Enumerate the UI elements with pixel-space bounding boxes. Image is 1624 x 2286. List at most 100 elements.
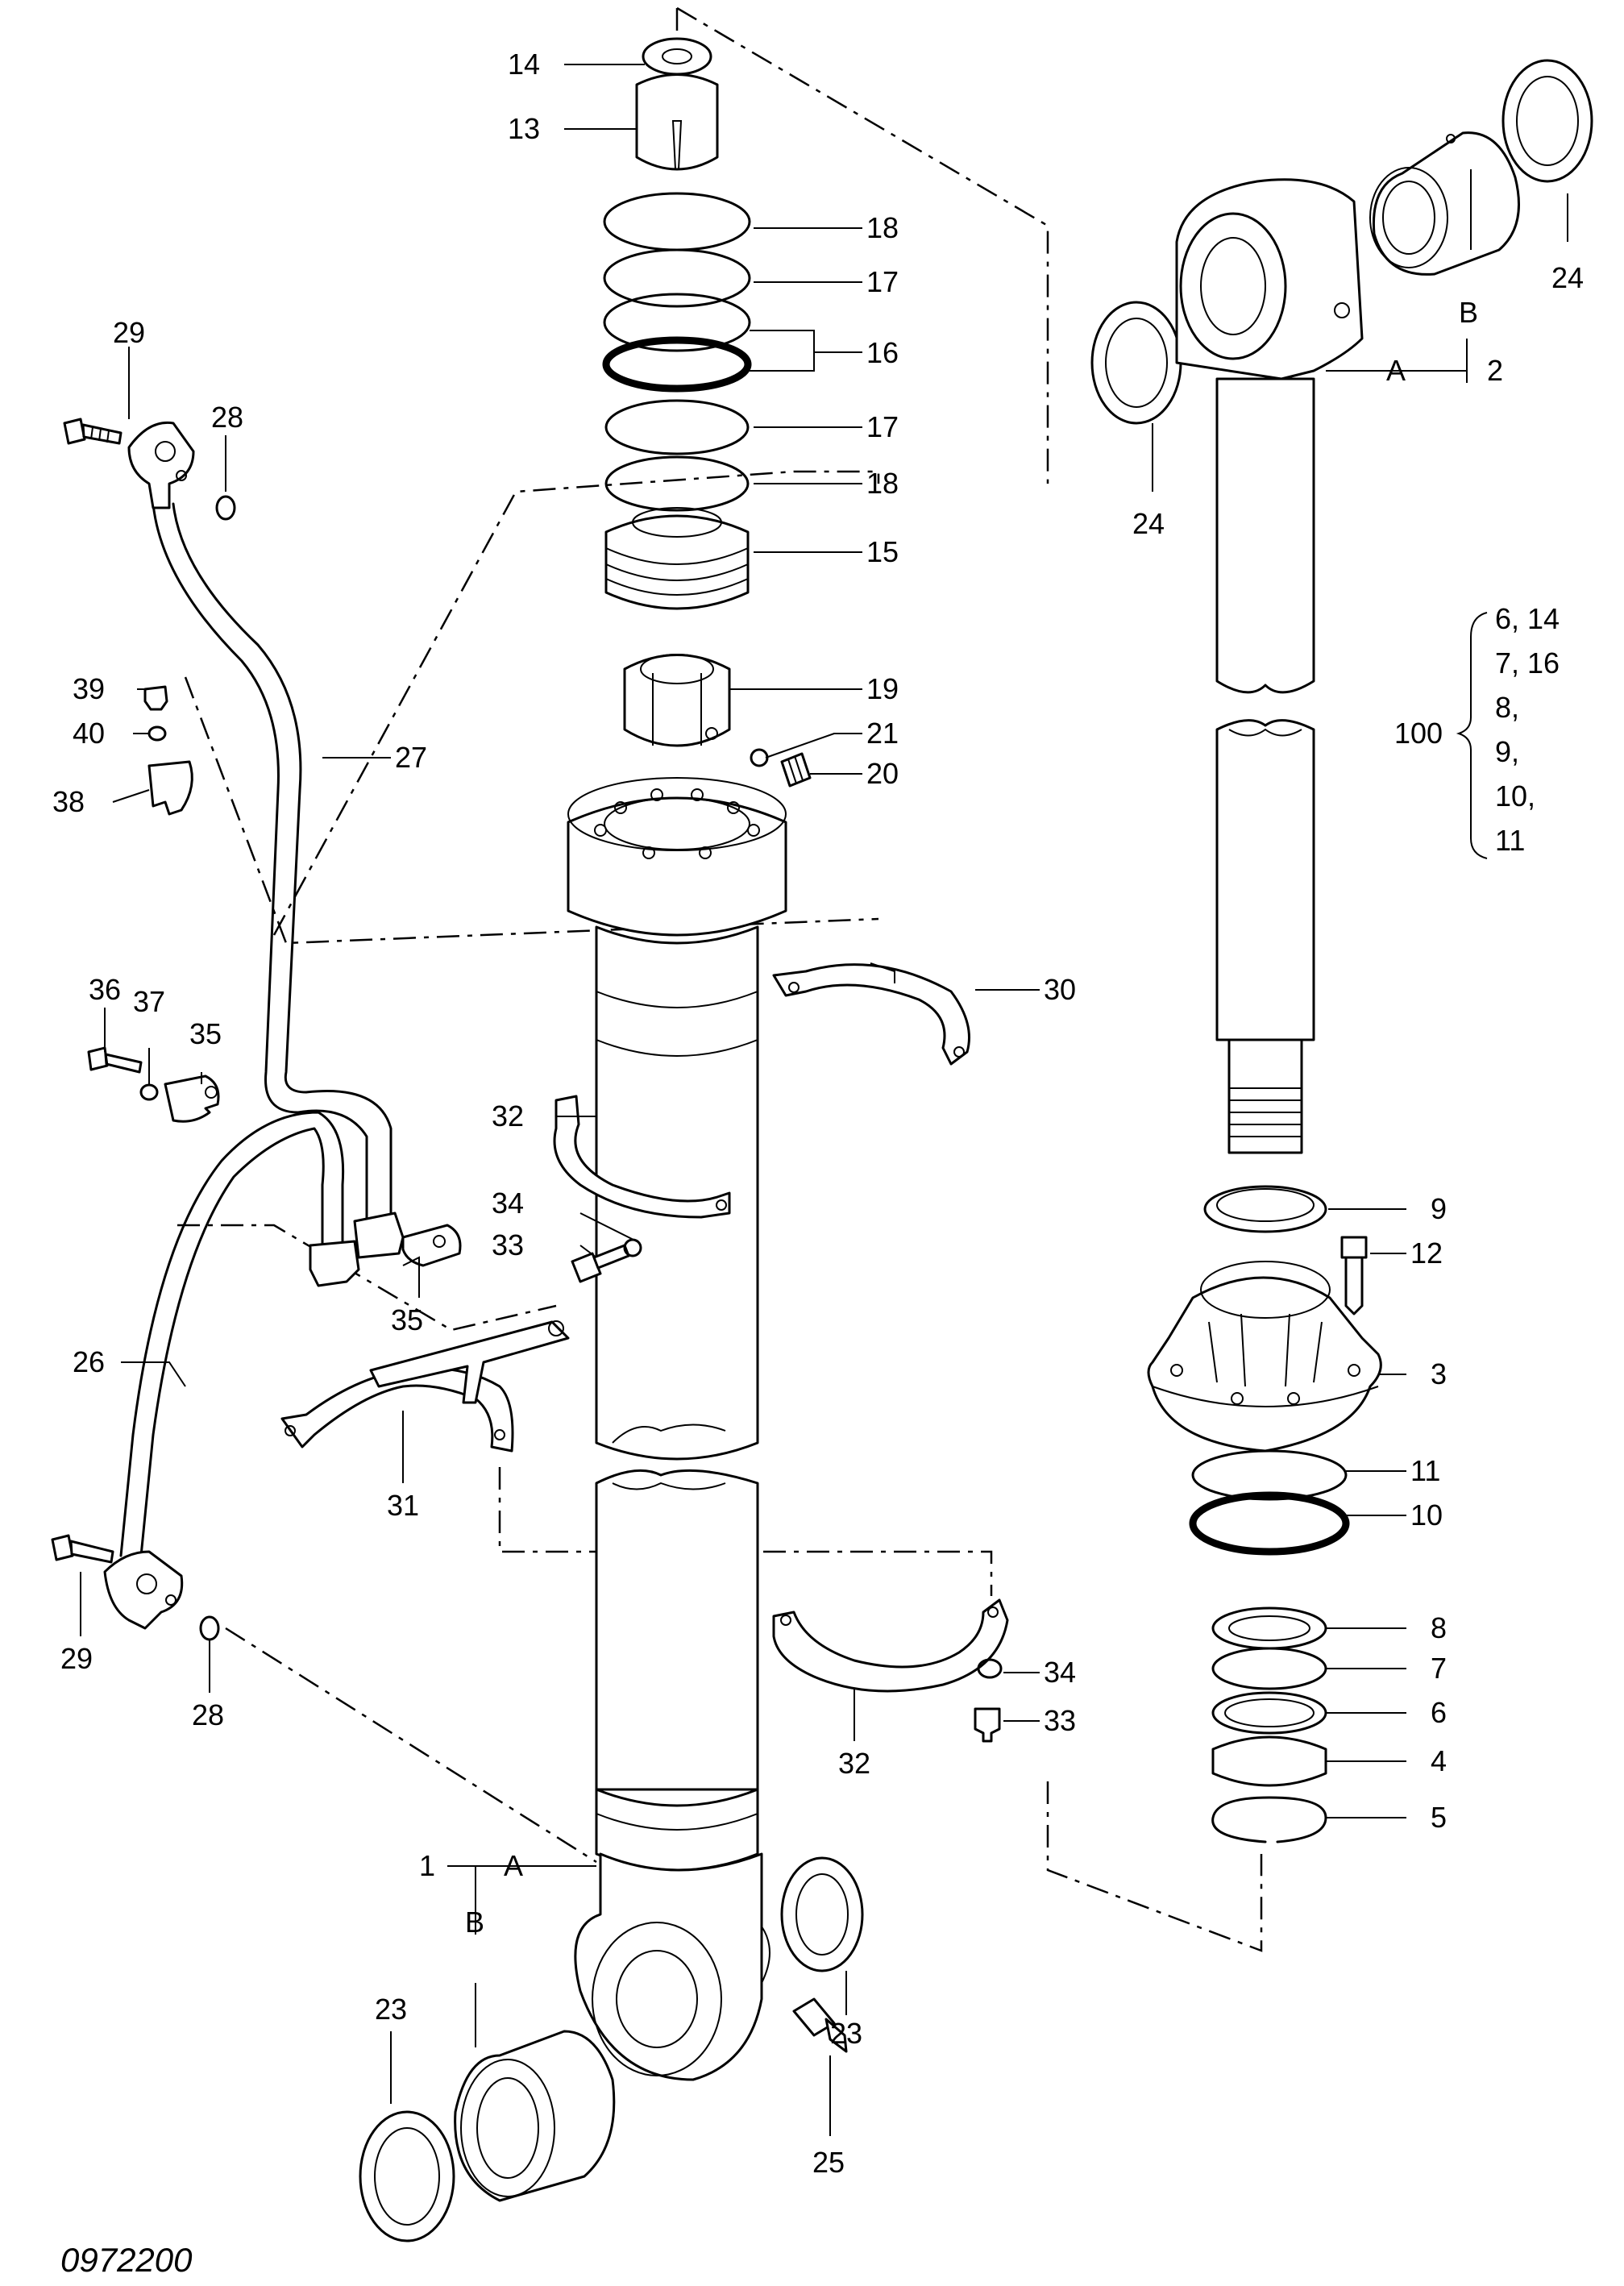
label-10: 10 — [1410, 1498, 1443, 1532]
label-27: 27 — [395, 741, 427, 774]
label-a-upper: A — [1386, 354, 1406, 387]
label-38: 38 — [52, 785, 85, 818]
kit-100-group: 100 6, 14 7, 16 8, 9, 10, 11 — [1394, 602, 1560, 857]
part-bushing-lower — [454, 2030, 616, 2202]
part-34-washer-lower — [977, 1658, 1003, 1679]
kit-line-3: 8, — [1495, 691, 1519, 724]
label-8: 8 — [1431, 1611, 1447, 1644]
part-17-ring-lower — [604, 399, 750, 455]
part-15-piston — [604, 507, 750, 610]
kit-line-2: 7, 16 — [1495, 646, 1560, 680]
label-20: 20 — [866, 757, 899, 790]
label-34-lower: 34 — [1044, 1656, 1076, 1689]
label-2: 2 — [1487, 354, 1503, 387]
part-16-seal — [602, 336, 752, 393]
label-26: 26 — [73, 1345, 105, 1378]
bushings — [359, 59, 1593, 2242]
part-32-clamp-lower — [772, 1598, 1009, 1693]
part-27-pipe — [127, 421, 405, 1259]
label-23-right: 23 — [830, 2017, 862, 2050]
part-25-grease-fitting — [792, 1997, 848, 2053]
part-26-pipe — [103, 1111, 360, 1630]
part-13-bushing — [635, 73, 719, 171]
label-39: 39 — [73, 672, 105, 705]
label-18-upper: 18 — [866, 211, 899, 244]
part-4-wear-ring — [1211, 1735, 1327, 1787]
part-17-ring-upper — [603, 248, 751, 308]
assembly-lines — [177, 6, 1263, 1952]
part-labels: 14 13 18 17 16 17 18 15 1 9 21 20 30 29 2… — [52, 48, 1584, 2179]
label-13: 13 — [508, 112, 540, 145]
part-19-nut — [623, 654, 731, 747]
label-24-top: 24 — [1551, 261, 1584, 294]
label-36: 36 — [89, 973, 121, 1006]
part-23-dust-seal-left — [359, 2110, 455, 2242]
part-40-washer — [147, 725, 167, 742]
part-29-bolt-upper — [63, 418, 123, 445]
label-b-lower: B — [465, 1906, 484, 1939]
kit-line-4: 9, — [1495, 735, 1519, 768]
part-10-oring — [1189, 1491, 1350, 1556]
label-11: 11 — [1410, 1454, 1440, 1487]
part-2-piston-rod — [1175, 178, 1364, 1154]
label-17-upper: 17 — [866, 265, 899, 298]
kit-number: 100 — [1394, 717, 1443, 750]
pipes — [103, 421, 405, 1630]
label-9: 9 — [1431, 1192, 1447, 1225]
part-24-dust-seal-top-right — [1501, 59, 1593, 183]
rod-side-parts — [1147, 1185, 1382, 1843]
part-11-backup-ring — [1191, 1449, 1348, 1501]
label-17-lower: 17 — [866, 410, 899, 443]
label-31: 31 — [387, 1489, 419, 1522]
part-9-wear-ring — [1203, 1185, 1327, 1233]
part-28-oring-upper — [215, 495, 236, 521]
label-1: 1 — [419, 1849, 435, 1882]
label-33-upper: 33 — [492, 1228, 524, 1261]
label-34-upper: 34 — [492, 1187, 524, 1220]
part-1-cylinder-tube — [567, 777, 787, 2081]
part-31-bracket — [280, 1320, 570, 1453]
label-7: 7 — [1431, 1652, 1447, 1685]
label-32-lower: 32 — [838, 1747, 870, 1780]
label-12: 12 — [1410, 1237, 1443, 1270]
part-12-bolt — [1340, 1236, 1368, 1315]
part-6-ring — [1211, 1691, 1327, 1735]
label-b-upper: B — [1459, 296, 1478, 329]
part-35-clamp-upper — [164, 1074, 220, 1123]
label-15: 15 — [866, 535, 899, 568]
label-29-upper: 29 — [113, 316, 145, 349]
part-39-bolt — [143, 685, 168, 711]
label-28-upper: 28 — [211, 401, 243, 434]
clamps — [147, 760, 1009, 1693]
part-14-washer — [642, 37, 712, 76]
leader-lines — [80, 64, 1568, 2136]
part-30-clamp — [772, 962, 970, 1066]
part-32-clamp-upper — [553, 1095, 731, 1219]
kit-line-1: 6, 14 — [1495, 602, 1560, 635]
part-8-seal — [1211, 1606, 1327, 1650]
part-37-washer — [139, 1083, 159, 1101]
label-30: 30 — [1044, 973, 1076, 1006]
fasteners — [51, 418, 1003, 2053]
label-33-lower: 33 — [1044, 1704, 1076, 1737]
label-6: 6 — [1431, 1696, 1447, 1729]
part-3-rod-cover — [1147, 1261, 1382, 1453]
label-16: 16 — [866, 336, 899, 369]
label-32-upper: 32 — [492, 1099, 524, 1133]
seal-stack — [602, 37, 812, 788]
part-18-ring-upper — [603, 192, 751, 251]
label-18-lower: 18 — [866, 467, 899, 500]
kit-line-6: 11 — [1495, 824, 1525, 857]
label-21: 21 — [866, 717, 899, 750]
part-21-ball — [750, 748, 769, 767]
label-14: 14 — [508, 48, 540, 81]
part-18-ring-lower — [604, 455, 750, 512]
label-23-left: 23 — [375, 1993, 407, 2026]
part-20-set-screw — [780, 752, 812, 788]
part-33-bolt-lower — [974, 1707, 1001, 1743]
part-7-ring — [1211, 1647, 1327, 1690]
label-29-lower: 29 — [60, 1642, 93, 1675]
label-40: 40 — [73, 717, 105, 750]
drawing-code: 0972200 — [60, 2241, 193, 2279]
